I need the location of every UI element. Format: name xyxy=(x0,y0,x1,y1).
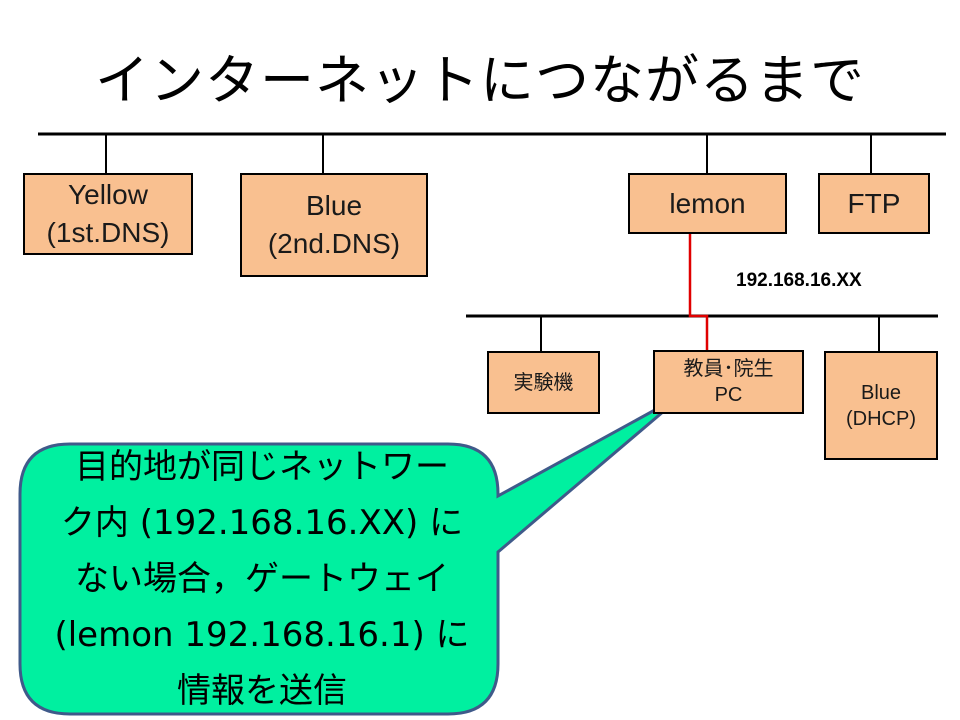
callout-line: 目的地が同じネットワー xyxy=(75,447,449,487)
experiment-machine-node: 実験機 xyxy=(487,351,600,414)
blue-dns-role: (2nd.DNS) xyxy=(267,228,401,259)
callout-line: ク内 (192.168.16.XX) に xyxy=(60,503,464,543)
ftp-label: FTP xyxy=(847,187,901,219)
staff-pc-type: PC xyxy=(714,384,743,406)
lemon-gateway-node: lemon xyxy=(628,173,787,234)
yellow-dns-role: (1st.DNS) xyxy=(46,217,170,248)
callout-bubble xyxy=(18,392,685,716)
staff-pc-name: 教員･院生 xyxy=(683,358,774,380)
page-title: インターネットにつながるまで xyxy=(95,49,865,112)
yellow-dns-name: Yellow xyxy=(68,179,148,210)
blue-dhcp-name: Blue xyxy=(860,381,902,404)
blue-dhcp-role: (DHCP) xyxy=(846,407,916,430)
subnet-address-label: 192.168.16.XX xyxy=(736,270,862,291)
callout-line: 情報を送信 xyxy=(177,671,347,711)
blue-dns-node: Blue (2nd.DNS) xyxy=(240,173,428,277)
callout-text: 目的地が同じネットワー ク内 (192.168.16.XX) に ない場合，ゲー… xyxy=(30,447,494,711)
staff-pc-node: 教員･院生 PC xyxy=(653,350,804,414)
experiment-machine-label: 実験機 xyxy=(513,371,574,394)
blue-dhcp-node: Blue (DHCP) xyxy=(824,351,938,460)
blue-dns-name: Blue xyxy=(305,190,363,221)
lemon-label: lemon xyxy=(669,187,746,219)
callout-line: (lemon 192.168.16.1) に xyxy=(54,615,470,655)
yellow-dns-node: Yellow (1st.DNS) xyxy=(23,173,193,255)
route-line xyxy=(688,232,709,352)
ftp-node: FTP xyxy=(818,173,930,234)
callout-line: ない場合，ゲートウェイ xyxy=(75,559,449,599)
